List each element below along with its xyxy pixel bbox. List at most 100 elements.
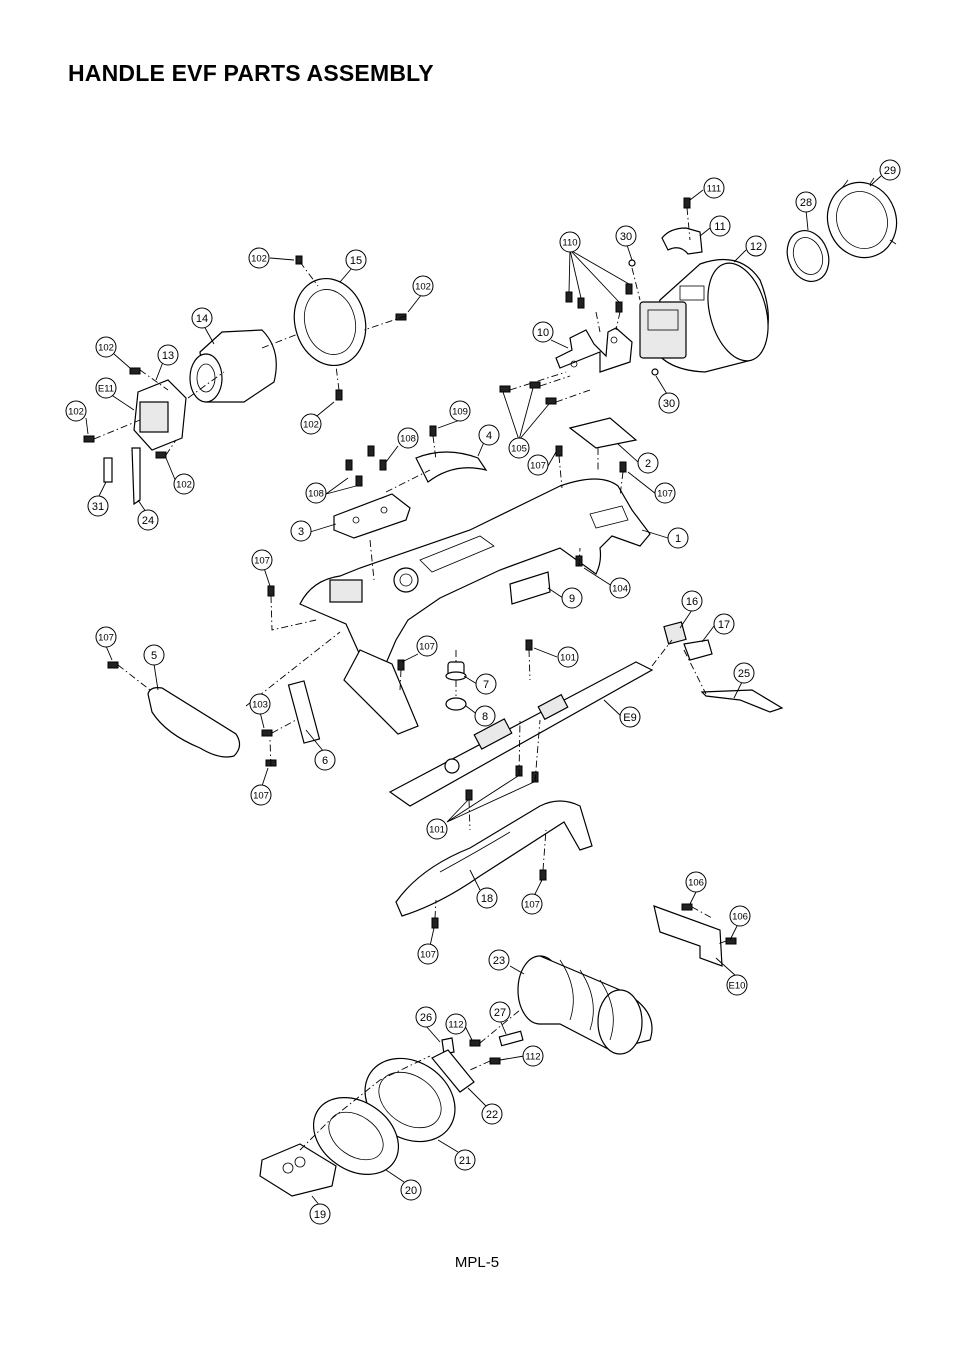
callout-107-a: 107 — [527, 454, 549, 476]
callout-e9: E9 — [619, 706, 641, 728]
callout-29: 29 — [879, 159, 901, 181]
screw-108-2 — [355, 475, 363, 487]
screw-102-left1 — [129, 367, 141, 375]
svg-text:22: 22 — [486, 1109, 498, 1121]
callout-e11: E11 — [95, 377, 117, 399]
part-8-button-cap — [445, 697, 467, 711]
screw-107-b — [619, 461, 627, 473]
screw-108-4 — [379, 459, 387, 471]
screw-102-top — [295, 255, 303, 265]
svg-text:4: 4 — [486, 430, 492, 442]
screw-106-a — [681, 903, 693, 911]
callout-102-bottom: 102 — [300, 413, 322, 435]
svg-text:23: 23 — [493, 955, 505, 967]
screw-110-3 — [615, 301, 623, 313]
callout-23: 23 — [488, 949, 510, 971]
svg-text:108: 108 — [400, 434, 416, 445]
svg-text:106: 106 — [688, 878, 704, 889]
svg-text:103: 103 — [252, 700, 268, 711]
screw-105-1 — [499, 385, 511, 393]
svg-text:5: 5 — [151, 650, 157, 662]
callout-18: 18 — [476, 887, 498, 909]
part-25-flex — [700, 689, 784, 713]
callout-e10: E10 — [726, 974, 748, 996]
svg-text:30: 30 — [663, 398, 675, 410]
screw-103 — [261, 729, 273, 737]
callout-111: 111 — [703, 177, 725, 199]
svg-text:28: 28 — [800, 197, 812, 209]
part-18-bottom-grip — [395, 800, 593, 917]
svg-text:13: 13 — [162, 350, 174, 362]
page-title: HANDLE EVF PARTS ASSEMBLY — [68, 60, 434, 86]
svg-text:7: 7 — [483, 679, 489, 691]
part-2-cover — [568, 417, 638, 449]
svg-text:111: 111 — [707, 184, 721, 195]
part-16-pad — [663, 621, 687, 645]
svg-text:16: 16 — [686, 596, 698, 608]
callout-102-left1: 102 — [95, 336, 117, 358]
leader-lines — [85, 175, 882, 1207]
callout-107-c: 107 — [251, 549, 273, 571]
callout-109: 109 — [449, 400, 471, 422]
svg-text:17: 17 — [718, 619, 730, 631]
svg-text:112: 112 — [448, 1020, 463, 1031]
callout-16: 16 — [681, 590, 703, 612]
part-24-flex — [131, 447, 141, 506]
callout-108-top: 108 — [397, 427, 419, 449]
svg-text:104: 104 — [612, 584, 628, 595]
callout-112-b: 112 — [522, 1045, 544, 1067]
svg-text:102: 102 — [251, 254, 267, 265]
callout-107-f: 107 — [250, 784, 272, 806]
callout-25: 25 — [733, 662, 755, 684]
part-10-bracket — [555, 327, 633, 373]
svg-text:102: 102 — [415, 282, 431, 293]
screw-102-right — [395, 313, 407, 321]
svg-text:8: 8 — [482, 711, 488, 723]
svg-text:107: 107 — [253, 791, 269, 802]
callout-103: 103 — [249, 693, 271, 715]
page-number: MPL-5 — [454, 1254, 500, 1271]
screw-110-2 — [577, 297, 585, 309]
part-30-bottom — [651, 368, 659, 376]
svg-text:30: 30 — [620, 231, 632, 243]
callout-labels: 29 28 111 11 12 30 110 10 30 105 102 15 … — [65, 159, 901, 1225]
screws — [83, 197, 737, 1065]
callout-9: 9 — [561, 587, 583, 609]
part-e10-board — [653, 905, 723, 967]
svg-text:102: 102 — [176, 480, 192, 491]
svg-text:25: 25 — [738, 668, 750, 680]
svg-text:107: 107 — [419, 642, 435, 653]
callout-28: 28 — [795, 191, 817, 213]
part-31-sheet — [103, 457, 113, 483]
callout-21: 21 — [454, 1149, 476, 1171]
callout-13: 13 — [157, 344, 179, 366]
svg-text:11: 11 — [714, 221, 725, 233]
screw-109 — [429, 425, 437, 437]
callout-107-d: 107 — [95, 626, 117, 648]
screw-102-left3 — [155, 451, 167, 459]
callout-101-b: 101 — [426, 818, 448, 840]
svg-text:109: 109 — [452, 407, 468, 418]
screw-101-b1 — [465, 789, 473, 801]
callout-5: 5 — [143, 644, 165, 666]
svg-text:12: 12 — [750, 241, 762, 253]
screw-101-a — [525, 639, 533, 651]
part-20-gasket — [312, 1097, 400, 1175]
part-13-e11-board — [133, 379, 187, 451]
screw-108-3 — [367, 445, 375, 457]
part-23-eyecup — [517, 955, 653, 1055]
svg-text:24: 24 — [142, 515, 154, 527]
svg-text:110: 110 — [562, 238, 577, 249]
svg-text:112: 112 — [525, 1052, 540, 1063]
screw-107-h — [431, 917, 439, 929]
assembly-lines — [93, 207, 727, 1151]
part-26-clip — [441, 1037, 455, 1055]
callout-26: 26 — [415, 1006, 437, 1028]
svg-text:101: 101 — [429, 825, 445, 836]
callout-19: 19 — [309, 1203, 331, 1225]
svg-text:107: 107 — [98, 633, 114, 644]
callout-105: 105 — [508, 437, 530, 459]
screw-107-d — [107, 661, 119, 669]
part-9-clip — [509, 571, 551, 605]
callout-11: 11 — [709, 215, 731, 237]
